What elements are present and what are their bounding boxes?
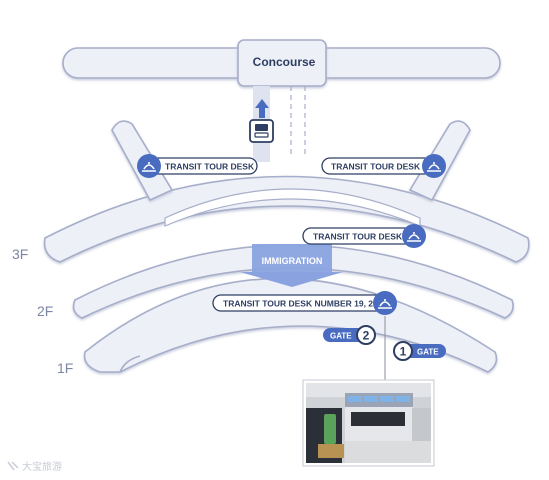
gate-1-number: 1 (400, 345, 407, 359)
gate-2-number: 2 (363, 329, 370, 343)
concourse-box[interactable] (237, 39, 327, 87)
tour-desk-left-3f[interactable]: TRANSIT TOUR DESK (137, 154, 258, 178)
desk-label-mid-3f: TRANSIT TOUR DESK (313, 232, 403, 242)
desk-label-2f: TRANSIT TOUR DESK NUMBER 19, 20 (223, 299, 378, 309)
immigration-label: IMMIGRATION (262, 256, 323, 266)
tour-desk-2f-numbered[interactable]: TRANSIT TOUR DESK NUMBER 19, 20 (212, 291, 397, 315)
gate-1-marker[interactable]: GATE 1 (393, 341, 446, 361)
arrow-up-icon (255, 99, 269, 118)
tour-desk-right-3f[interactable]: TRANSIT TOUR DESK (321, 154, 446, 178)
tour-desk-mid-3f[interactable]: TRANSIT TOUR DESK (302, 224, 426, 248)
floor-label-2f: 2F (37, 303, 53, 319)
watermark: 大宝旅游 (22, 460, 62, 473)
floor-3f-area (43, 175, 530, 263)
tour-desk-icon (422, 154, 446, 178)
tour-desk-icon (137, 154, 161, 178)
tour-desk-icon (373, 291, 397, 315)
tour-desk-icon (402, 224, 426, 248)
desk-label-right-3f: TRANSIT TOUR DESK (331, 162, 421, 172)
watermark-logo-icon (7, 461, 19, 471)
immigration-arrow: IMMIGRATION (240, 244, 343, 287)
tour-desk-photo[interactable] (302, 379, 435, 467)
concourse-label: Concourse (253, 55, 316, 69)
gate-2-marker[interactable]: GATE 2 (323, 325, 376, 345)
floor-label-1f: 1F (57, 360, 73, 376)
gate-2-label: GATE (330, 332, 352, 341)
desk-label-left-3f: TRANSIT TOUR DESK (165, 162, 255, 172)
gate-1-label: GATE (417, 348, 439, 357)
floor-label-3f: 3F (12, 246, 28, 262)
train-icon[interactable] (249, 119, 274, 143)
